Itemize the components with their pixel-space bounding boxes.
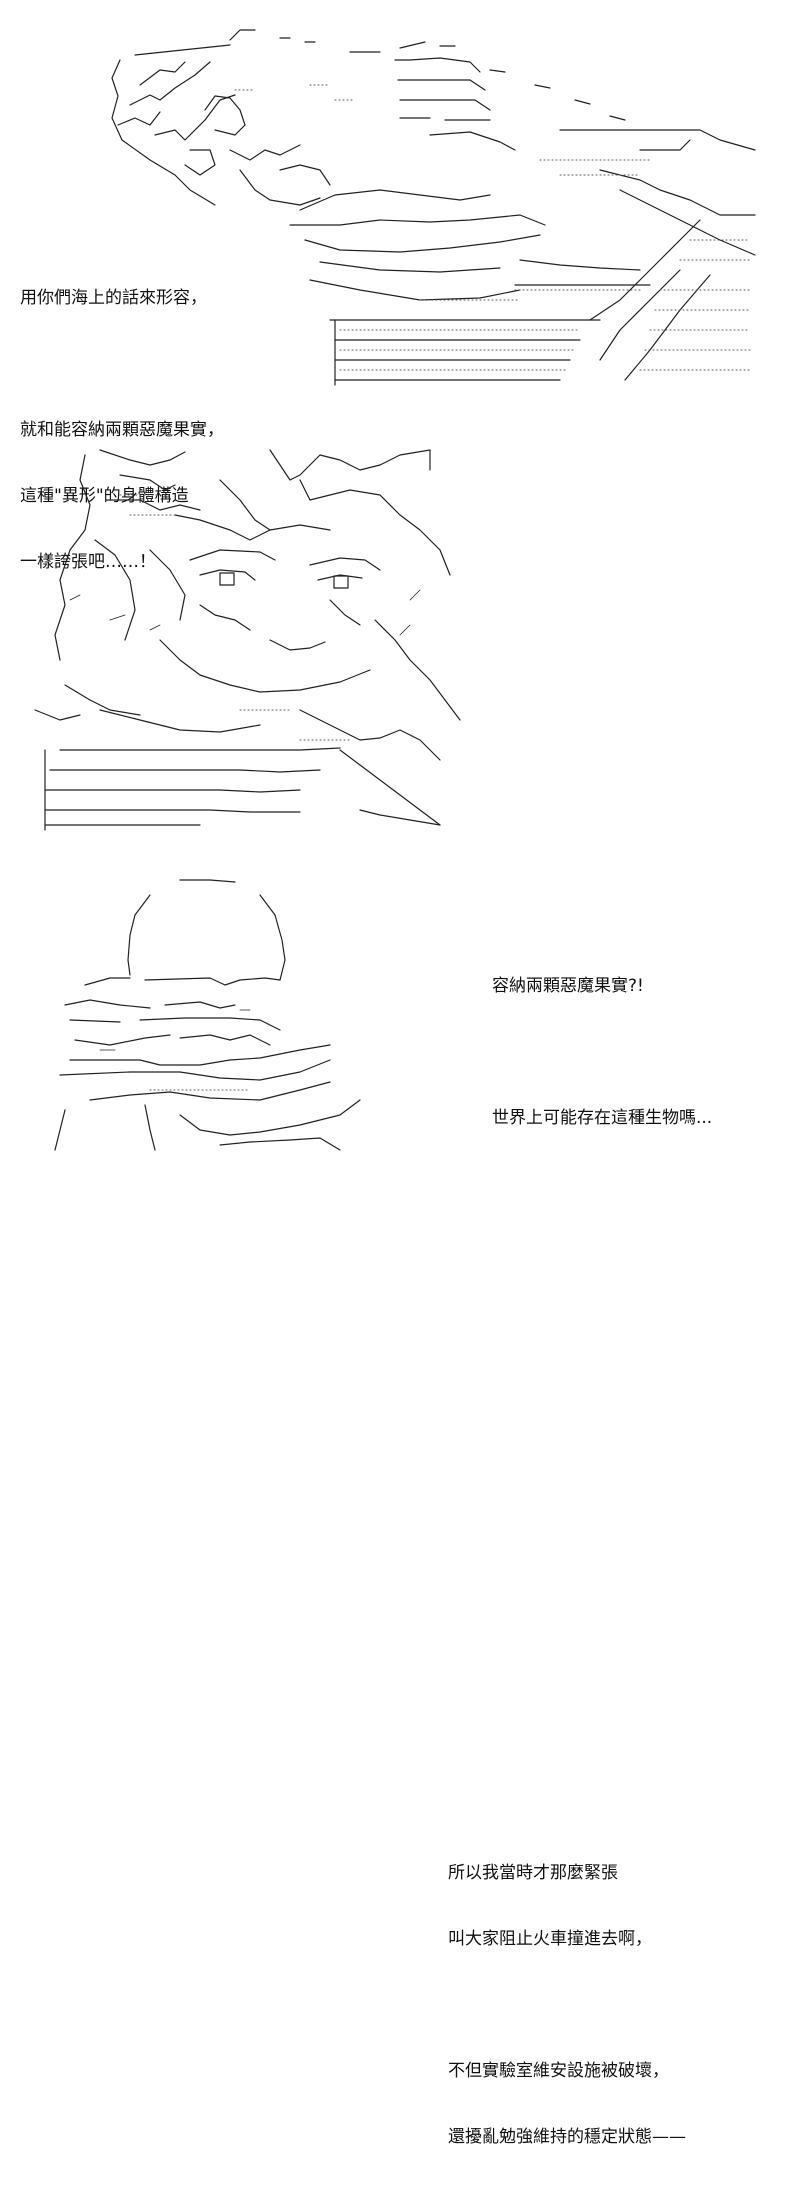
panel-3-caption: 所以我當時才那麼緊張 叫大家阻止火車撞進去啊， 不但實驗室維安設施被破壞， 還擾… (448, 1818, 686, 2192)
panel-2: 容納兩顆惡魔果實?! 世界上可能存在這種生物嗎... (0, 420, 800, 1128)
panel-2-caption: 容納兩顆惡魔果實?! 世界上可能存在這種生物嗎... (492, 931, 712, 1173)
panel-1: 用你們海上的話來形容， 就和能容納兩顆惡魔果實， 這種"異形"的身體構造 一樣誇… (0, 0, 800, 572)
caption-line (20, 353, 224, 375)
ascii-character-closeup-art (34, 449, 461, 831)
caption-line: 不但實驗室維安設施被破壞， (448, 2061, 669, 2081)
caption-line (448, 1994, 686, 2016)
panel-3: 所以我當時才那麼緊張 叫大家阻止火車撞進去啊， 不但實驗室維安設施被破壞， 還擾… (0, 860, 800, 2147)
caption-line: 叫大家阻止火車撞進去啊， (448, 1929, 652, 1949)
caption-line: 容納兩顆惡魔果實?! (492, 976, 644, 996)
ascii-character-with-glasses-art (54, 879, 361, 1151)
caption-line: 就和能容納兩顆惡魔果實， (20, 420, 224, 440)
caption-line: 還擾亂勉強維持的穩定狀態—— (448, 2127, 686, 2147)
caption-line: 所以我當時才那麼緊張 (448, 1863, 618, 1883)
caption-line: 世界上可能存在這種生物嗎... (492, 1108, 713, 1128)
caption-line: 用你們海上的話來形容， (20, 288, 207, 308)
